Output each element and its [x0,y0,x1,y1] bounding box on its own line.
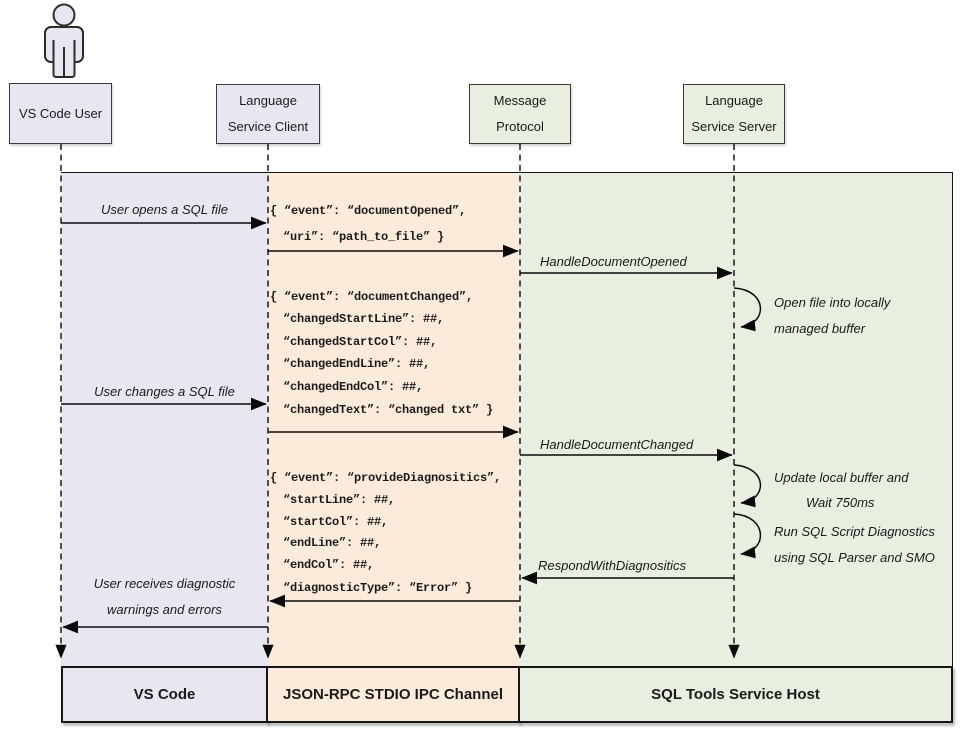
lane-json-rpc-channel [267,173,520,666]
swimlanes [61,172,953,666]
footer-label: JSON-RPC STDIO IPC Channel [282,686,504,703]
label-respond-with-diagnostics: RespondWithDiagnositics [538,558,687,573]
label-user-receives-line1: User receives diagnostic [93,576,236,591]
label-open-file-line2: managed buffer [774,321,866,336]
label-handle-document-opened: HandleDocumentOpened [540,254,687,269]
payload-document-changed-line: “changedEndCol”: ##, [283,380,424,394]
lane-vscode [61,173,268,666]
lane-sql-tools-host [519,173,952,666]
payload-document-opened-line: { “event”: “documentOpened”, [270,204,467,218]
actor-box-message-protocol: Message Protocol [469,84,571,144]
label-run-diagnostics-line2: using SQL Parser and SMO [774,550,935,565]
footer-box-json-rpc-channel: JSON-RPC STDIO IPC Channel [266,666,520,723]
footer-label: VS Code [133,686,196,703]
payload-document-changed-line: “changedStartLine”: ##, [283,312,445,326]
actor-label-line: Protocol [496,119,544,134]
payload-provide-diagnostics-line: “startCol”: ##, [283,515,389,529]
label-run-diagnostics-line1: Run SQL Script Diagnostics [774,524,935,539]
label-update-buffer-line2: Wait 750ms [806,495,875,510]
footer-row: VS Code JSON-RPC STDIO IPC Channel SQL T… [61,666,953,723]
payload-provide-diagnostics-line: “endLine”: ##, [283,536,382,550]
actor-label: VS Code User [18,105,103,121]
payload-provide-diagnostics-line: “diagnosticType”: “Error” } [283,581,473,595]
person-icon [44,3,84,78]
payload-document-changed-line: { “event”: “documentChanged”, [270,290,474,304]
payload-document-changed-line: “changedEndLine”: ##, [283,357,431,371]
actor-box-language-service-server: Language Service Server [683,84,785,144]
actor-label-line: Language [705,93,763,108]
label-user-opens: User opens a SQL file [101,202,228,217]
payload-document-changed-line: “changedText”: “changed txt” } [283,403,494,417]
payload-provide-diagnostics-line: “endCol”: ##, [283,558,375,572]
actor-box-vscode-user: VS Code User [9,83,112,144]
payload-document-changed-line: “changedStartCol”: ##, [283,335,438,349]
label-user-changes: User changes a SQL file [94,384,235,399]
actor-label-line: Service Client [227,119,309,134]
actor-label-line: Service Server [691,119,777,134]
footer-label: SQL Tools Service Host [651,686,820,703]
actor-label-line: Language [239,93,297,108]
label-update-buffer-line1: Update local buffer and [774,470,909,485]
footer-box-vscode: VS Code [61,666,268,723]
payload-document-opened-line: “uri”: “path_to_file” } [283,230,445,244]
label-user-receives-line2: warnings and errors [107,602,222,617]
actor-box-language-service-client: Language Service Client [216,84,320,144]
footer-box-sql-tools-service-host: SQL Tools Service Host [518,666,953,723]
payload-provide-diagnostics-line: { “event”: “provideDiagnositics”, [270,471,502,485]
actor-label-line: Message [493,93,547,108]
label-handle-document-changed: HandleDocumentChanged [540,437,694,452]
payload-provide-diagnostics-line: “startLine”: ##, [283,493,396,507]
label-open-file-line1: Open file into locally [774,295,891,310]
